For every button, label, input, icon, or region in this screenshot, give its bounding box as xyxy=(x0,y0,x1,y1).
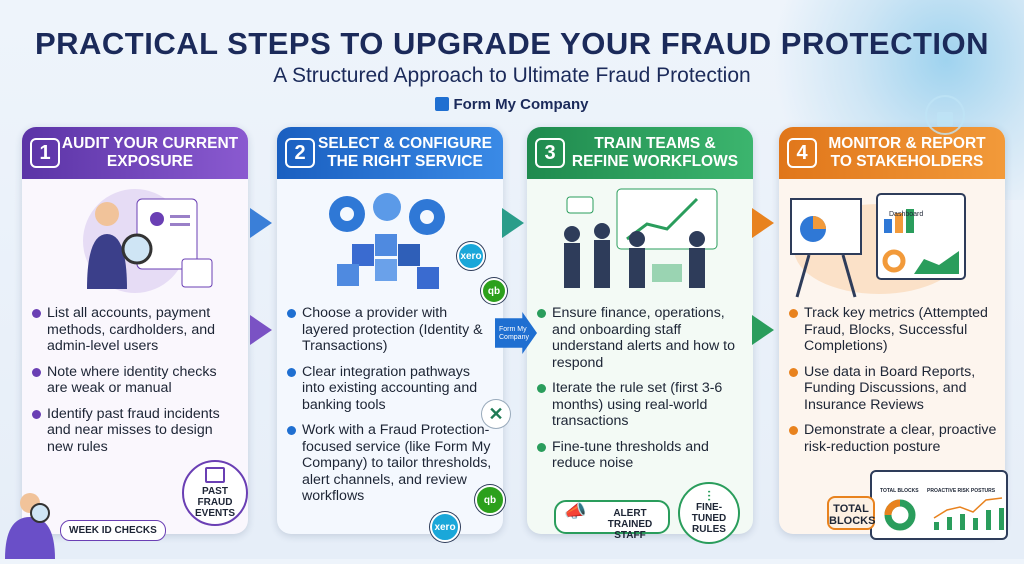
calendar-alert-icon xyxy=(205,467,225,483)
bullet-item: Note where identity checks are weak or m… xyxy=(32,364,240,397)
total-blocks-badge: TOTAL BLOCKS xyxy=(827,496,875,530)
configure-illustration xyxy=(277,179,503,301)
flow-arrow-icon xyxy=(502,208,528,238)
audit-illustration xyxy=(22,179,248,301)
bullet-item: Track key metrics (Attempted Fraud, Bloc… xyxy=(789,305,997,355)
step-number: 3 xyxy=(535,138,565,168)
step-title: Select & Configure the Right Service xyxy=(318,135,492,170)
step-card-1: 1 Audit Your Current Exposure List all a… xyxy=(22,127,248,534)
step-bullets: Choose a provider with layered protectio… xyxy=(287,305,495,514)
brand-icon xyxy=(435,97,450,111)
step-card-3: 3 Train Teams & Refine Workflows Ensure … xyxy=(527,127,753,534)
step-number: 1 xyxy=(30,138,60,168)
panel-title: TOTAL BLOCKS xyxy=(880,486,919,497)
xero-logo: xero xyxy=(430,512,460,542)
week-id-checks-badge: WEEK ID CHECKS xyxy=(60,520,166,541)
step-bullets: List all accounts, payment methods, card… xyxy=(32,305,240,464)
bullet-item: Work with a Fraud Protection-focused ser… xyxy=(287,422,495,505)
brand-name: Form My Company xyxy=(453,96,589,113)
step-header: 1 Audit Your Current Exposure xyxy=(22,127,248,179)
dashboard-presentation-icon xyxy=(790,193,966,298)
person-magnifier-icon xyxy=(83,189,213,293)
step-header: 2 Select & Configure the Right Service xyxy=(277,127,503,179)
bullet-item: Ensure finance, operations, and onboardi… xyxy=(537,305,745,371)
bullet-item: Identify past fraud incidents and near m… xyxy=(32,406,240,456)
team-training-icon xyxy=(564,188,718,288)
past-fraud-events-badge: PAST FRAUD EVENTS xyxy=(182,460,248,526)
xero-logo: xero xyxy=(457,242,485,270)
fine-tuned-rules-badge: ⫶FINE-TUNED RULES xyxy=(678,482,740,544)
brand-logo: Form My Company xyxy=(0,96,1024,113)
sliders-icon: ⫶ xyxy=(707,488,711,504)
page-subtitle: A Structured Approach to Ultimate Fraud … xyxy=(273,64,751,87)
flow-arrow-icon xyxy=(250,315,276,345)
monitor-illustration: Dashboard xyxy=(779,179,1005,301)
bullet-item: Clear integration pathways into existing… xyxy=(287,364,495,414)
quickbooks-logo: qb xyxy=(475,485,505,515)
xlsx-icon: ✕ xyxy=(482,400,510,428)
step-bullets: Ensure finance, operations, and onboardi… xyxy=(537,305,745,481)
bullet-item: List all accounts, payment methods, card… xyxy=(32,305,240,355)
step-card-2: 2 Select & Configure the Right Service C… xyxy=(277,127,503,534)
step-title: Audit Your Current Exposure xyxy=(61,135,239,170)
bullet-item: Use data in Board Reports, Funding Discu… xyxy=(789,364,997,414)
step-card-4: 4 Monitor & Report to Stakeholders Dashb… xyxy=(779,127,1005,534)
flow-arrow-icon xyxy=(250,208,276,238)
step-header: 4 Monitor & Report to Stakeholders xyxy=(779,127,1005,179)
donut-bar-chart-icon xyxy=(884,497,1004,531)
bullet-item: Fine-tune thresholds and reduce noise xyxy=(537,439,745,472)
flow-arrow-icon xyxy=(752,315,778,345)
flow-arrow-icon xyxy=(752,208,778,238)
alert-trained-staff-badge: 📣ALERT TRAINED STAFF xyxy=(554,500,670,541)
padlock-shield-icon xyxy=(925,95,965,135)
step-bullets: Track key metrics (Attempted Fraud, Bloc… xyxy=(789,305,997,464)
person-magnifier-icon xyxy=(0,485,60,559)
gears-blocks-icon xyxy=(329,193,445,289)
step-number: 4 xyxy=(787,138,817,168)
page-title: PRACTICAL STEPS TO UPGRADE YOUR FRAUD PR… xyxy=(34,26,990,61)
bullet-item: Iterate the rule set (first 3-6 months) … xyxy=(537,380,745,430)
panel-title: PROACTIVE RISK POSTURS xyxy=(927,486,996,497)
step-number: 2 xyxy=(285,138,315,168)
report-dashboard-panel: TOTAL BLOCKS PROACTIVE RISK POSTURS xyxy=(870,470,1008,540)
team-illustration xyxy=(527,179,753,301)
bullet-item: Demonstrate a clear, proactive risk-redu… xyxy=(789,422,997,455)
step-header: 3 Train Teams & Refine Workflows xyxy=(527,127,753,179)
megaphone-icon: 📣 xyxy=(564,501,587,521)
bullet-item: Choose a provider with layered protectio… xyxy=(287,305,495,355)
step-title: Monitor & Report to Stakeholders xyxy=(828,135,986,170)
step-title: Train Teams & Refine Workflows xyxy=(571,135,739,170)
quickbooks-logo: qb xyxy=(481,278,507,304)
dashboard-label: Dashboard xyxy=(889,211,924,218)
